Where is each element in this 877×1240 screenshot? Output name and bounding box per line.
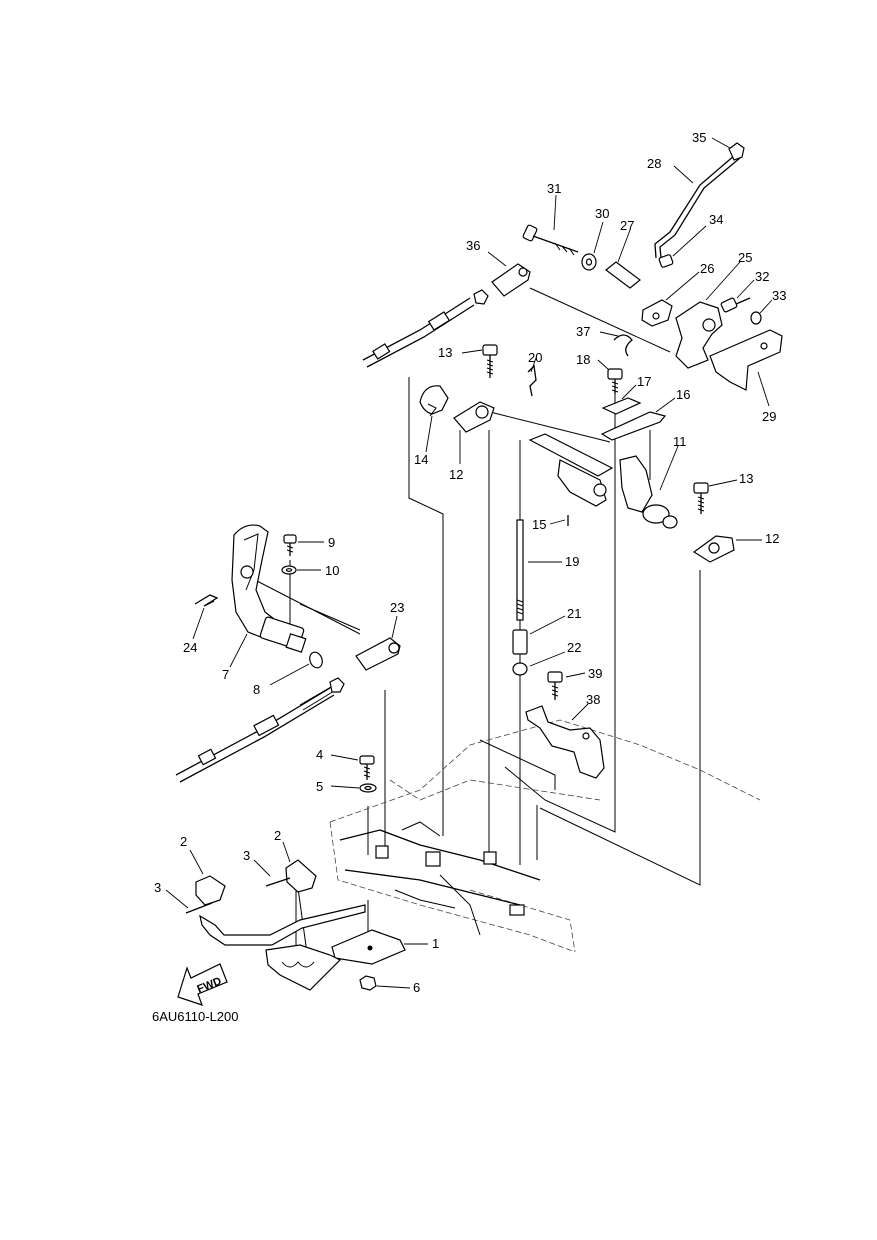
callout-2b: 2	[274, 828, 281, 843]
callout-28: 28	[647, 156, 661, 171]
callout-33: 33	[772, 288, 786, 303]
callout-8: 8	[253, 682, 260, 697]
callout-36: 36	[466, 238, 480, 253]
callout-21: 21	[567, 606, 581, 621]
parts-8-9-10: 8 9 10	[253, 534, 339, 697]
callout-26: 26	[700, 261, 714, 276]
callout-11: 11	[673, 434, 687, 449]
diagram-code: 6AU6110-L200	[152, 1009, 239, 1024]
callout-37: 37	[576, 324, 590, 339]
callout-23: 23	[390, 600, 404, 615]
callout-19: 19	[565, 554, 579, 569]
callout-24: 24	[183, 640, 197, 655]
callout-13a: 13	[438, 345, 452, 360]
part-11-shift-shaft: 11	[528, 433, 687, 529]
callout-30: 30	[595, 206, 609, 221]
assembly-guide-lines	[256, 287, 701, 976]
callout-27: 27	[620, 218, 634, 233]
part-24-clip: 24	[183, 594, 219, 655]
callout-13b: 13	[739, 471, 753, 486]
callout-31: 31	[547, 181, 561, 196]
callout-18: 18	[576, 352, 590, 367]
callout-32: 32	[755, 269, 769, 284]
fwd-arrow-icon: FWD	[177, 963, 228, 1006]
callout-12b: 12	[765, 531, 779, 546]
callout-22: 22	[567, 640, 581, 655]
callout-35: 35	[692, 130, 706, 145]
part-2-3-plates: 2 2 3 3	[154, 828, 366, 991]
callout-9: 9	[328, 535, 335, 550]
upper-shift-cable: 36	[362, 238, 531, 368]
upper-right-bracket-group: 26 25 29 32 33 37	[576, 250, 786, 424]
callout-10: 10	[325, 563, 339, 578]
lower-throttle-cable: 23	[175, 600, 404, 783]
callout-2a: 2	[180, 834, 187, 849]
callout-3a: 3	[154, 880, 161, 895]
callout-7: 7	[222, 667, 229, 682]
callout-17: 17	[637, 374, 651, 389]
callout-34: 34	[709, 212, 723, 227]
part-7-lever: 7	[222, 524, 307, 682]
callout-39: 39	[588, 666, 602, 681]
callout-20: 20	[528, 350, 542, 365]
parts-27-30-31: 31 30 27	[522, 181, 641, 289]
parts-16-17-18: 18 17 16	[576, 352, 690, 441]
callout-38: 38	[586, 692, 600, 707]
callout-3b: 3	[243, 848, 250, 863]
part-15-pin: 15	[532, 515, 569, 532]
callout-25: 25	[738, 250, 752, 265]
part-1-bracket: 1	[331, 929, 439, 965]
parts-12-13-14: 13 12 14 13 12	[414, 344, 779, 563]
callout-12a: 12	[449, 467, 463, 482]
parts-28-34-35-rod: 35 28 34	[647, 130, 745, 268]
callout-4: 4	[316, 747, 323, 762]
callout-5: 5	[316, 779, 323, 794]
callout-29: 29	[762, 409, 776, 424]
parts-4-5-6-bolt-washer-nut: 4 5 6	[316, 747, 420, 995]
parts-19-22-rod-group: 20 19 21 22	[512, 350, 581, 676]
callout-6: 6	[413, 980, 420, 995]
parts-38-39-bracket: 39 38	[525, 666, 605, 779]
callout-15: 15	[532, 517, 546, 532]
callout-14: 14	[414, 452, 428, 467]
callout-1: 1	[432, 936, 439, 951]
callout-16: 16	[676, 387, 690, 402]
bottom-cowling-outline	[329, 719, 761, 953]
